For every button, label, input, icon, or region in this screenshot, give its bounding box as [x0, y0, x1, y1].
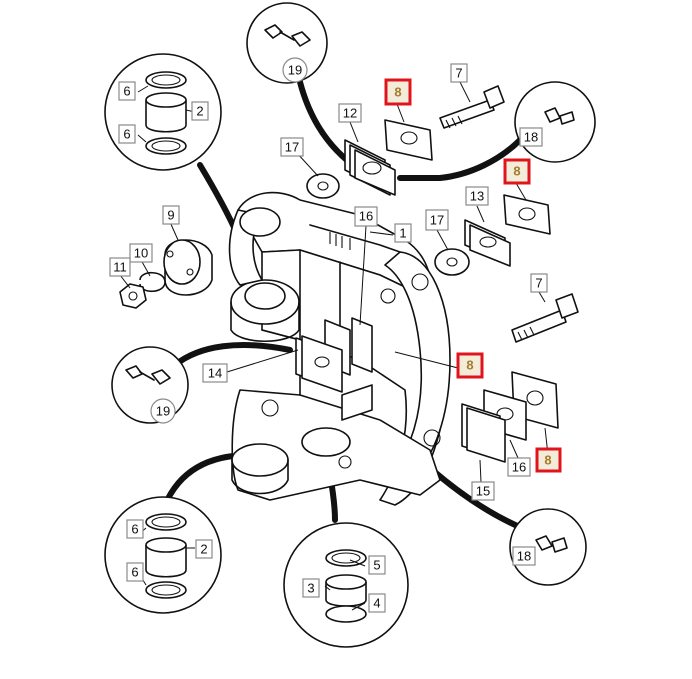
label-box-8-right: [503, 158, 531, 185]
label-4: 4: [373, 596, 380, 611]
label-5: 5: [373, 558, 380, 573]
bolt-7-top: [439, 85, 505, 129]
detail-circle-19-left: [111, 346, 189, 424]
label-box-9: [162, 205, 180, 225]
part-9-cap: [163, 239, 213, 296]
shim-15-lower-right: [461, 403, 506, 463]
washer-17-top: [306, 173, 340, 199]
detail-circle-bearing: [283, 522, 409, 648]
label-8-top: 8: [394, 85, 401, 100]
shim-pack-12: [344, 139, 396, 196]
label-13: 13: [470, 189, 484, 204]
detail-circle-18-lower: [509, 508, 587, 586]
shim-14-centre: [295, 335, 343, 393]
label-box-14: [202, 363, 228, 383]
shim-8-top: [384, 119, 433, 161]
label-6-a: 6: [123, 84, 130, 99]
label-box-18-lower: [512, 546, 536, 566]
label-2-upper: 2: [196, 104, 203, 119]
label-3: 3: [307, 581, 314, 596]
label-8-centre: 8: [466, 358, 473, 373]
label-box-8-lower: [535, 447, 562, 473]
label-14: 14: [208, 366, 222, 381]
label-9: 9: [167, 208, 174, 223]
label-box-3: [302, 578, 320, 598]
label-box-17-top: [280, 137, 304, 157]
label-7-right: 7: [535, 276, 542, 291]
label-box-6-d: [126, 562, 144, 582]
detail-circle-18-top: [514, 81, 596, 163]
label-10: 10: [134, 246, 148, 261]
label-1: 1: [399, 226, 406, 241]
label-box-7-right: [530, 273, 548, 293]
shim-16-centre: [324, 317, 373, 376]
part-10-washer: [139, 271, 166, 293]
label-16-lower: 16: [512, 460, 526, 475]
label-box-2-lower: [195, 539, 213, 559]
label-box-8-centre: [456, 352, 484, 379]
label-circle-19-left: [150, 398, 176, 424]
label-6-b: 6: [123, 127, 130, 142]
label-19-left: 19: [156, 404, 170, 419]
label-box-18-top: [519, 127, 543, 147]
label-8-right: 8: [513, 164, 520, 179]
detail-circle-19-top: [246, 2, 328, 84]
shim-pack-13: [464, 219, 511, 267]
label-16-centre: 16: [359, 209, 373, 224]
label-box-17-right: [425, 209, 449, 231]
label-box-5: [368, 555, 386, 575]
label-box-1: [394, 223, 412, 243]
label-box-10: [129, 243, 153, 263]
label-box-7-top: [450, 63, 468, 83]
callout-labels: 1 2 2 3 4 5 6 6 6 6 7 7 8 8 8: [109, 57, 562, 613]
label-box-4: [368, 593, 386, 613]
label-12: 12: [343, 106, 357, 121]
label-box-16-lower: [507, 457, 531, 477]
label-box-6-c: [126, 519, 144, 539]
label-18-top: 18: [524, 130, 538, 145]
label-2-lower: 2: [200, 542, 207, 557]
label-17-top: 17: [285, 140, 299, 155]
label-6-d: 6: [131, 565, 138, 580]
label-box-2-upper: [191, 101, 209, 121]
label-6-c: 6: [131, 522, 138, 537]
part-11-nut: [119, 283, 147, 309]
bolt-7-right: [511, 293, 579, 343]
label-11: 11: [113, 260, 127, 275]
label-box-16-centre: [354, 206, 378, 227]
label-19-top: 19: [288, 63, 302, 78]
label-box-6-a: [118, 81, 136, 101]
shim-8-right-top: [503, 194, 551, 235]
label-box-8-top: [384, 78, 412, 106]
main-housing: [228, 191, 451, 506]
label-box-13: [465, 186, 489, 206]
washer-17-right: [434, 248, 470, 276]
label-15: 15: [476, 484, 490, 499]
label-8-lower: 8: [544, 453, 551, 468]
label-7-top: 7: [455, 66, 462, 81]
label-box-11: [109, 257, 131, 277]
label-circle-19-top: [282, 57, 308, 83]
label-box-15: [471, 481, 495, 501]
label-box-12: [338, 103, 362, 123]
label-17-right: 17: [430, 213, 444, 228]
label-18-lower: 18: [517, 549, 531, 564]
label-box-6-b: [118, 124, 136, 144]
